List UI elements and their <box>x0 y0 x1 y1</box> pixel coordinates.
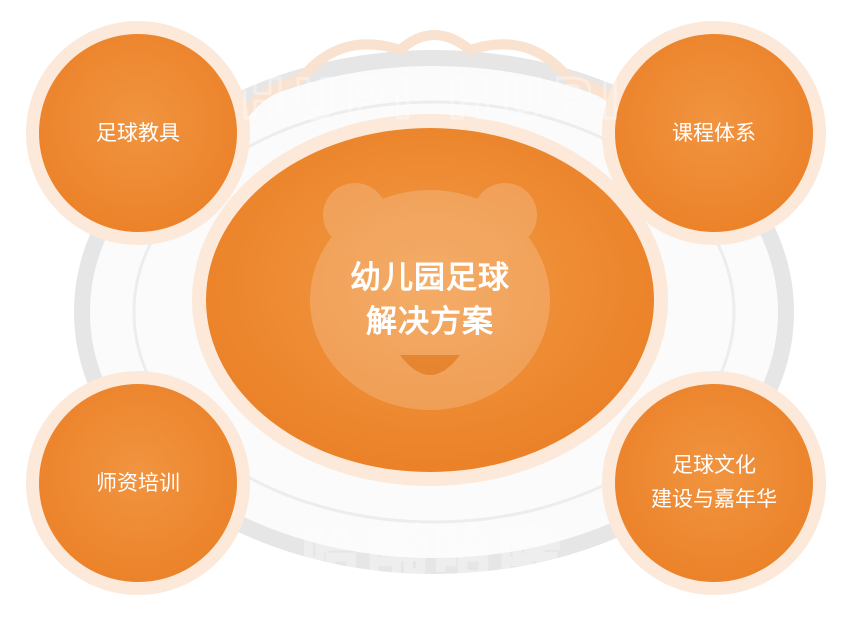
node-curriculum-label: 课程体系 <box>614 116 814 150</box>
node-culture-label: 足球文化 建设与嘉年华 <box>614 448 814 516</box>
node-training-line1: 师资培训 <box>96 471 180 495</box>
node-culture-line2: 建设与嘉年华 <box>651 487 777 511</box>
center-label-line2: 解决方案 <box>366 304 494 340</box>
center-node <box>192 114 668 486</box>
watermark-top-text: HUPI HUPI <box>240 68 628 131</box>
node-training <box>26 371 250 595</box>
node-equipment <box>26 21 250 245</box>
node-curriculum-line1: 课程体系 <box>672 121 756 145</box>
bear-face-watermark <box>310 183 550 410</box>
center-label: 幼儿园足球 解决方案 <box>230 256 630 344</box>
node-curriculum <box>602 21 826 245</box>
node-equipment-line1: 足球教具 <box>96 121 180 145</box>
node-culture-line1: 足球文化 <box>672 453 756 477</box>
node-training-label: 师资培训 <box>38 466 238 500</box>
center-label-line1: 幼儿园足球 <box>350 260 510 296</box>
node-culture <box>602 371 826 595</box>
watermark-bottom-text: 哈唏哈唏 <box>302 520 566 590</box>
watermark-text: HUPI HUPI 哈唏哈唏 <box>238 67 628 592</box>
node-equipment-label: 足球教具 <box>38 116 238 150</box>
